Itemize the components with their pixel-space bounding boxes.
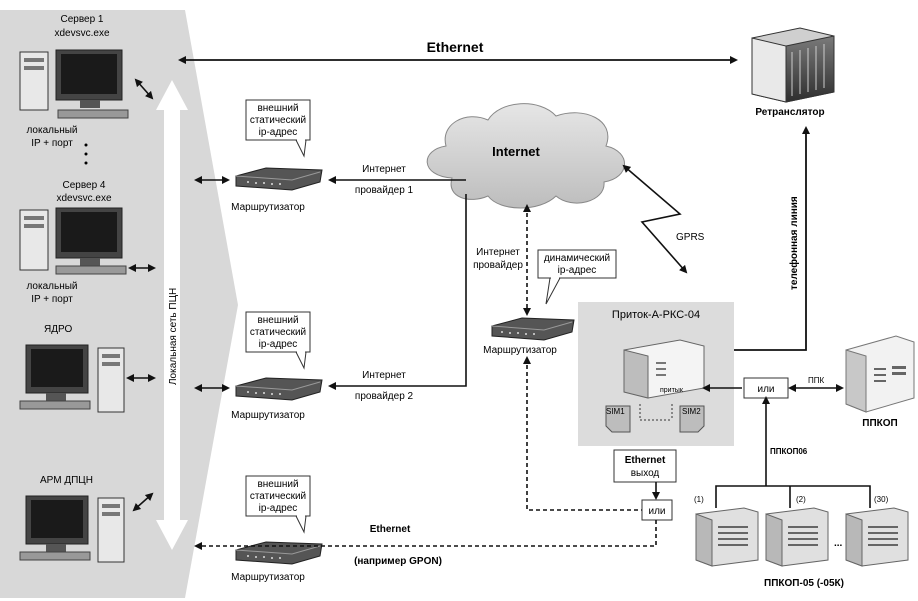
server-4-title: Сервер 4 xyxy=(62,180,105,191)
arm-label: АРМ ДПЦН xyxy=(40,475,93,486)
phone-line-label: телефонная линия xyxy=(788,196,800,290)
ppkop06-label: ППКОП06 xyxy=(770,447,808,456)
ppk-label: ППК xyxy=(808,376,825,385)
provider-2-line1: Интернет xyxy=(362,370,406,381)
static-ip-box-3 xyxy=(245,475,311,517)
provider-2-line xyxy=(328,194,467,390)
static-ip-3-line2: статический xyxy=(250,491,306,502)
lan-double-arrow xyxy=(156,80,188,550)
lan-label: Локальная сеть ПЦН xyxy=(168,288,179,385)
internet-cloud-icon xyxy=(426,103,625,209)
provider-1-line2: провайдер 1 xyxy=(355,185,414,196)
ethernet-out-line1: Ethernet xyxy=(625,455,666,466)
static-ip-3-line3: ip-адрес xyxy=(259,503,298,514)
ppkop05-panel-30-icon xyxy=(845,507,909,567)
router-1-label: Маршрутизатор xyxy=(231,202,305,213)
server-1-port-line1: локальный xyxy=(26,125,77,136)
phone-line xyxy=(700,126,810,354)
server-4-port-line2: IP + порт xyxy=(31,294,73,305)
router-lan-arrows xyxy=(194,176,230,392)
panels-label: ППКОП-05 (-05К) xyxy=(764,578,844,589)
ethernet-out-line2: выход xyxy=(631,468,660,479)
sim2-label: SIM2 xyxy=(682,407,701,416)
router4-to-or-dashed xyxy=(523,356,642,511)
gpon-label: (например GPON) xyxy=(354,556,442,567)
router-2-label: Маршрутизатор xyxy=(231,410,305,421)
retranslator-rack-icon xyxy=(751,27,835,103)
arm-computer-icon xyxy=(19,495,125,563)
dynamic-ip-line2: ip-адрес xyxy=(558,265,597,276)
router-1-icon xyxy=(235,167,323,191)
sim-cards xyxy=(605,404,705,433)
sim1-label: SIM1 xyxy=(606,407,625,416)
dynamic-ip-line1: динамический xyxy=(544,253,610,264)
device-title: Приток-А-РКС-04 xyxy=(612,309,700,321)
ppkop05-panel-2-icon xyxy=(765,507,829,567)
router-3-label: Маршрутизатор xyxy=(231,572,305,583)
core-computer-icon xyxy=(19,344,125,413)
core-label: ЯДРО xyxy=(44,324,72,335)
ppkop-label: ППКОП xyxy=(862,418,897,429)
router-4-icon xyxy=(491,317,575,341)
server-4-computer-icon xyxy=(19,207,127,275)
server-1-exe: xdevsvc.exe xyxy=(54,28,109,39)
static-ip-2-line3: ip-адрес xyxy=(259,339,298,350)
ppkop-device-icon xyxy=(845,335,915,413)
static-ip-2-line1: внешний xyxy=(257,315,298,326)
static-ip-2-line2: статический xyxy=(250,327,306,338)
ethernet-bottom-dashed xyxy=(194,520,657,550)
dynamic-ip-box xyxy=(537,249,617,279)
or-right-label: или xyxy=(757,384,774,395)
static-ip-3-line1: внешний xyxy=(257,479,298,490)
static-ip-box-2 xyxy=(245,311,311,353)
device-brand: притык xyxy=(660,387,684,394)
ethernet-bottom-label: Ethernet xyxy=(370,524,411,535)
panel-num-30: (30) xyxy=(874,495,889,504)
gprs-link xyxy=(622,164,688,274)
server-dots xyxy=(84,143,88,165)
static-ip-1-line2: статический xyxy=(250,115,306,126)
panel-num-1: (1) xyxy=(694,495,704,504)
server-1-port-line2: IP + порт xyxy=(31,138,73,149)
ppkop05-panel-1-icon xyxy=(695,507,759,567)
static-ip-box-1 xyxy=(245,99,311,141)
or-bottom-label: или xyxy=(648,506,665,517)
gprs-label: GPRS xyxy=(676,232,705,243)
provider-mid-line1: Интернет xyxy=(476,247,520,258)
provider-mid-line2: провайдер xyxy=(473,260,523,271)
pc-lan-arrows xyxy=(126,78,156,512)
server-4-port-line1: локальный xyxy=(26,281,77,292)
internet-label: Internet xyxy=(492,144,540,159)
router-3-icon xyxy=(235,541,323,565)
server-1-computer-icon xyxy=(19,49,129,119)
server-1-title: Сервер 1 xyxy=(60,14,103,25)
ethernet-out-box xyxy=(613,449,677,483)
provider-1-line1: Интернет xyxy=(362,164,406,175)
provider-2-line2: провайдер 2 xyxy=(355,391,414,402)
static-ip-1-line3: ip-адрес xyxy=(259,127,298,138)
panels-ellipsis: ... xyxy=(834,538,843,549)
ethernet-top-label: Ethernet xyxy=(427,39,484,55)
router-2-icon xyxy=(235,377,323,401)
router-4-label: Маршрутизатор xyxy=(483,345,557,356)
device-box-icon xyxy=(623,339,705,399)
panel-num-2: (2) xyxy=(796,495,806,504)
panels-bus xyxy=(715,485,871,508)
server-4-exe: xdevsvc.exe xyxy=(56,193,111,204)
retranslator-label: Ретранслятор xyxy=(755,107,824,118)
or-box-bottom xyxy=(641,499,673,521)
static-ip-1-line1: внешний xyxy=(257,103,298,114)
